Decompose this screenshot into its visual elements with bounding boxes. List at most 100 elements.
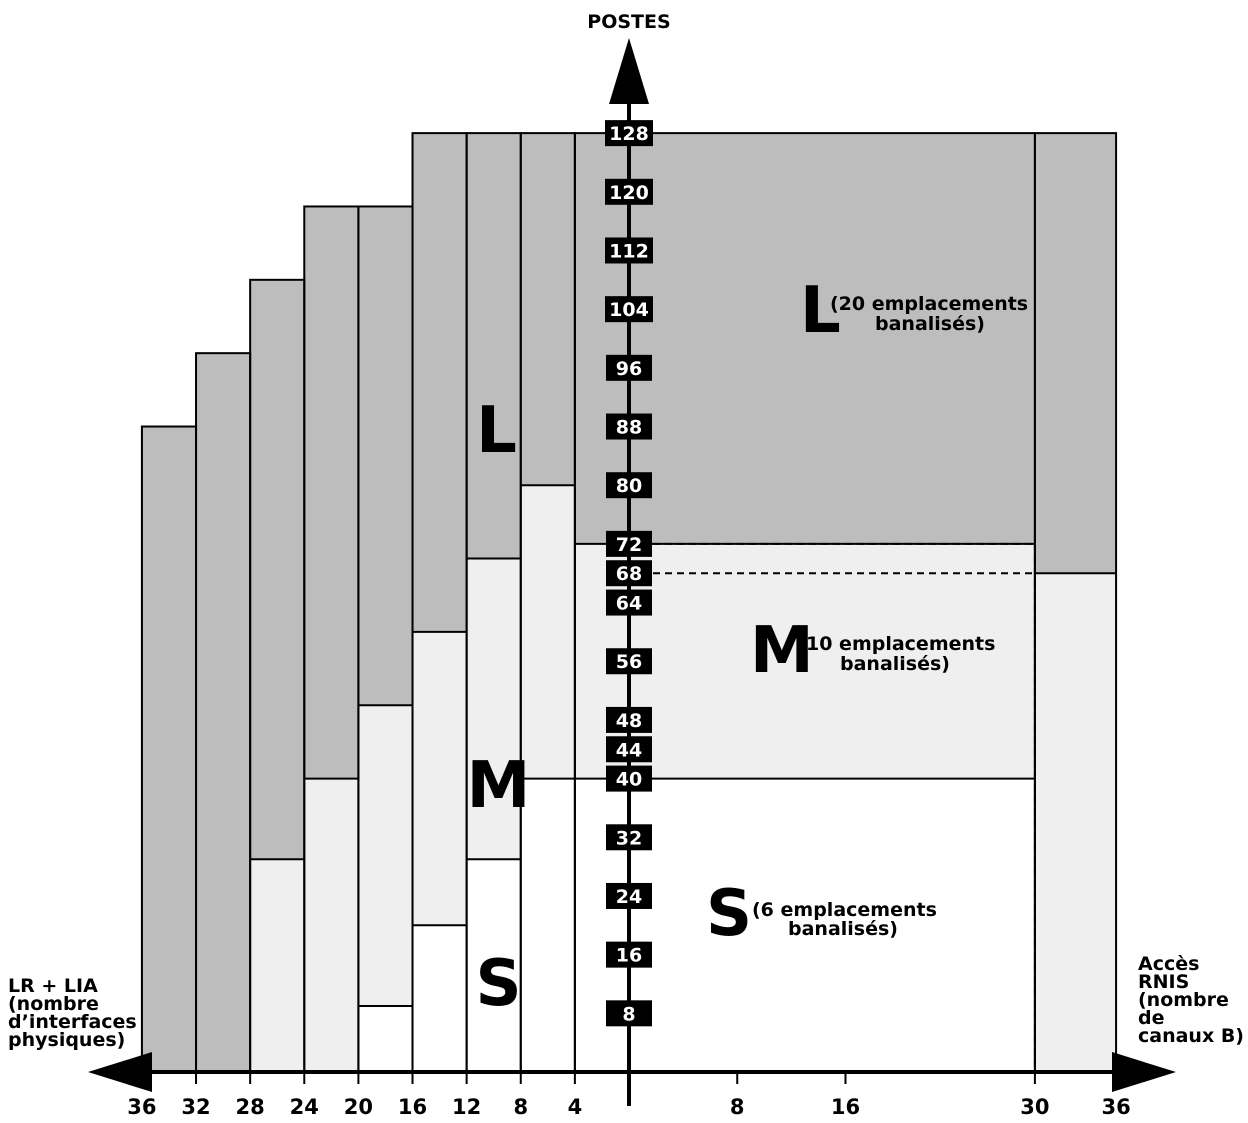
left-tick-label-20: 20 (344, 1095, 373, 1119)
right-axis-label-line-2: RNIS (1138, 971, 1189, 993)
postes-badge-label-80: 80 (616, 475, 642, 497)
postes-badge-label-68: 68 (616, 563, 642, 585)
right-region-note-M-line-2: banalisés) (840, 653, 950, 675)
left-tick-label-32: 32 (181, 1095, 210, 1119)
left-axis-label-line-1: LR + LIA (8, 975, 98, 997)
left-column-6-M-band (466, 558, 521, 860)
postes-badge-label-96: 96 (616, 358, 642, 380)
left-column-8-S-band (574, 778, 629, 1072)
postes-badge-48 (606, 706, 652, 733)
postes-badge-label-8: 8 (622, 1003, 635, 1025)
left-region-label-S: S (475, 947, 518, 1021)
right-tick-label-30: 30 (1020, 1095, 1049, 1119)
right-arrow-icon (1112, 1052, 1176, 1092)
up-arrow-icon (609, 38, 649, 104)
postes-badge-label-40: 40 (616, 769, 642, 791)
left-column-0-L-band (141, 426, 197, 1072)
postes-badge-96 (606, 354, 652, 381)
postes-badge-label-16: 16 (616, 945, 642, 967)
right-column-1-L-band (1034, 133, 1117, 574)
left-axis-label: LR + LIA (nombre d’interfaces physiques) (8, 975, 143, 1051)
postes-badge-label-44: 44 (616, 739, 642, 761)
left-column-2-M-band (250, 859, 305, 1072)
postes-badge-64 (606, 589, 652, 616)
postes-badge-label-32: 32 (616, 827, 642, 849)
region-fills (141, 133, 1117, 1072)
left-column-4-L-band (358, 206, 413, 706)
postes-badge-24 (606, 882, 652, 909)
left-tick-label-36: 36 (127, 1095, 156, 1119)
right-region-label-S: S (706, 877, 749, 951)
left-tick-label-28: 28 (236, 1095, 265, 1119)
left-column-1-L-band (196, 353, 251, 1072)
left-column-2-L-band (250, 279, 305, 860)
postes-badge-112 (605, 237, 653, 264)
postes-badge-label-104: 104 (609, 299, 649, 321)
right-tick-label-16: 16 (831, 1095, 860, 1119)
left-axis-label-line-4: physiques) (8, 1029, 125, 1051)
y-axis-title: POSTES (587, 11, 670, 33)
left-column-5-M-band (412, 631, 467, 926)
left-axis-label-line-3: d’interfaces (8, 1011, 137, 1033)
postes-badge-8 (606, 1000, 652, 1027)
left-column-7-S-band (520, 778, 575, 1072)
right-tick-label-8: 8 (730, 1095, 745, 1119)
left-column-7-L-band (520, 133, 575, 486)
postes-badge-120 (605, 178, 653, 205)
right-region-label-M: M (750, 614, 811, 688)
right-region-label-L: L (800, 274, 840, 348)
postes-badge-68 (606, 560, 652, 587)
right-axis-label: Accès RNIS (nombre de canaux B) (1138, 953, 1244, 1047)
left-tick-label-12: 12 (452, 1095, 481, 1119)
right-column-0-M-band (629, 543, 1035, 779)
right-region-note-S-line-2: banalisés) (788, 918, 898, 940)
right-column-0-L-band (629, 133, 1035, 544)
left-column-5-S-band (412, 925, 467, 1072)
right-tick-label-36: 36 (1101, 1095, 1130, 1119)
postes-badge-32 (606, 824, 652, 851)
postes-badge-128 (605, 120, 653, 147)
postes-badge-56 (606, 648, 652, 675)
postes-badge-label-48: 48 (616, 710, 642, 732)
left-tick-label-8: 8 (513, 1095, 528, 1119)
left-column-6-L-band (466, 133, 521, 559)
right-axis-label-line-1: Accès (1138, 953, 1199, 975)
left-tick-label-4: 4 (568, 1095, 583, 1119)
left-column-7-M-band (520, 485, 575, 779)
postes-badge-label-24: 24 (616, 886, 642, 908)
left-tick-label-24: 24 (290, 1095, 319, 1119)
left-column-5-L-band (412, 133, 467, 632)
postes-badge-label-128: 128 (609, 123, 649, 145)
postes-badge-104 (605, 296, 653, 323)
left-column-6-S-band (466, 859, 521, 1072)
dashed-boundaries (629, 542, 1036, 1072)
postes-badge-80 (606, 472, 652, 499)
right-region-note-M-line-1: 10 emplacements (806, 633, 995, 655)
left-tick-label-16: 16 (398, 1095, 427, 1119)
left-column-3-L-band (304, 206, 359, 779)
left-region-label-L: L (476, 394, 516, 468)
left-region-label-M: M (467, 749, 528, 823)
postes-badge-44 (606, 736, 652, 763)
postes-badge-label-88: 88 (616, 417, 642, 439)
postes-badge-label-120: 120 (609, 182, 649, 204)
right-region-note-S-line-1: (6 emplacements (752, 899, 937, 921)
postes-badge-16 (606, 941, 652, 968)
left-axis-label-line-2: (nombre (8, 993, 99, 1015)
right-region-note-L-line-1: (20 emplacements (830, 293, 1028, 315)
postes-badge-40 (606, 765, 652, 792)
left-column-4-S-band (358, 1005, 413, 1072)
right-axis-label-line-5: canaux B) (1138, 1025, 1244, 1047)
right-column-1-M-band (1034, 573, 1117, 1072)
postes-badge-88 (606, 413, 652, 440)
postes-badge-72 (606, 530, 652, 557)
postes-badge-label-64: 64 (616, 593, 642, 615)
right-axis-label-line-3: (nombre (1138, 989, 1229, 1011)
postes-badge-label-72: 72 (616, 534, 642, 556)
right-axis-label-line-4: de (1138, 1007, 1165, 1029)
postes-badge-label-56: 56 (616, 651, 642, 673)
right-column-0-S-band (629, 778, 1035, 1072)
